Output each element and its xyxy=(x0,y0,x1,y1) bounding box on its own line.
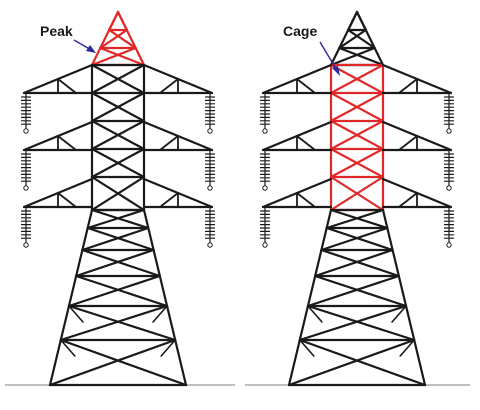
body-diagonal xyxy=(75,248,155,278)
body-diagonal xyxy=(67,274,161,308)
conductor-clamp xyxy=(207,128,213,134)
body-diagonal xyxy=(325,226,394,252)
cage-diagonal xyxy=(329,91,385,123)
body-diagonal xyxy=(81,226,150,252)
peak-diagonal xyxy=(116,10,128,32)
body-diagonal xyxy=(306,304,416,342)
body-diagonal xyxy=(90,208,150,230)
cage-label: Cage xyxy=(283,23,317,39)
crossarm-strut xyxy=(57,192,77,208)
conductor-clamp xyxy=(207,242,213,248)
peak-diagonal xyxy=(338,46,385,67)
conductor-clamp xyxy=(23,242,29,248)
peak-diagonal xyxy=(338,28,367,50)
leg-brace xyxy=(160,339,176,357)
cage-diagonal xyxy=(329,63,385,95)
crossarm-strut xyxy=(398,78,418,94)
conductor-clamp xyxy=(207,185,213,191)
body-diagonal xyxy=(67,304,177,342)
body-diagonal xyxy=(298,338,427,387)
peak-arrowhead xyxy=(86,45,96,53)
body-diagonal xyxy=(329,208,389,230)
body-diagonal xyxy=(86,226,155,252)
crossarm-strut xyxy=(159,78,179,94)
body-diagonal xyxy=(320,248,400,278)
crossarm-strut xyxy=(57,135,77,151)
crossarm-strut xyxy=(296,78,316,94)
peak-diagonal xyxy=(108,10,120,32)
body-diagonal xyxy=(75,274,169,308)
peak-label: Peak xyxy=(40,23,73,39)
body-leg xyxy=(48,208,94,387)
crossarm-strut xyxy=(57,78,77,94)
leg-brace xyxy=(68,305,84,323)
body-diagonal xyxy=(287,338,416,387)
crossarm-strut xyxy=(159,192,179,208)
peak-diagonal xyxy=(99,28,128,50)
conductor-clamp xyxy=(262,128,268,134)
leg-brace xyxy=(298,339,315,357)
cage-diagonal xyxy=(329,119,385,151)
body-diagonal xyxy=(314,274,408,308)
body-diagonal xyxy=(306,274,400,308)
conductor-clamp xyxy=(446,242,452,248)
body-leg xyxy=(142,208,188,387)
body-diagonal xyxy=(48,338,177,387)
body-diagonal xyxy=(320,226,389,252)
crossarm-strut xyxy=(159,135,179,151)
body-diagonal xyxy=(59,338,188,387)
crossarm-strut xyxy=(398,135,418,151)
peak-diagonal xyxy=(99,46,146,67)
body-diagonal xyxy=(59,304,169,342)
peak-diagonal xyxy=(355,10,367,32)
body-leg xyxy=(287,208,333,387)
conductor-clamp xyxy=(446,185,452,191)
cage-diagonal xyxy=(90,147,146,179)
leg-brace xyxy=(307,305,323,323)
callout-peak: Peak xyxy=(40,23,96,53)
peak-diagonal xyxy=(108,28,137,50)
body-diagonal xyxy=(325,208,385,230)
crossarm-strut xyxy=(296,135,316,151)
conductor-clamp xyxy=(262,185,268,191)
body-diagonal xyxy=(81,248,161,278)
cage-diagonal xyxy=(90,175,146,212)
cage-arrowhead xyxy=(332,66,340,76)
callout-cage: Cage xyxy=(283,23,340,76)
tower-left xyxy=(20,10,216,387)
body-diagonal xyxy=(314,248,394,278)
body-diagonal xyxy=(86,208,146,230)
peak-diagonal xyxy=(329,46,376,67)
cage-diagonal xyxy=(90,119,146,151)
leg-brace xyxy=(391,305,407,323)
cage-diagonal xyxy=(329,175,385,212)
cage-diagonal xyxy=(329,147,385,179)
tower-right xyxy=(259,10,455,387)
peak-diagonal xyxy=(90,46,137,67)
peak-diagonal xyxy=(347,28,376,50)
leg-brace xyxy=(59,339,76,357)
conductor-clamp xyxy=(446,128,452,134)
conductor-clamp xyxy=(23,185,29,191)
conductor-clamp xyxy=(23,128,29,134)
cage-diagonal xyxy=(90,63,146,95)
leg-brace xyxy=(152,305,168,323)
body-diagonal xyxy=(298,304,408,342)
peak-diagonal xyxy=(347,10,359,32)
crossarm-strut xyxy=(296,192,316,208)
leg-brace xyxy=(399,339,416,357)
conductor-clamp xyxy=(262,242,268,248)
body-leg xyxy=(381,208,427,387)
cage-diagonal xyxy=(90,91,146,123)
crossarm-strut xyxy=(398,192,418,208)
